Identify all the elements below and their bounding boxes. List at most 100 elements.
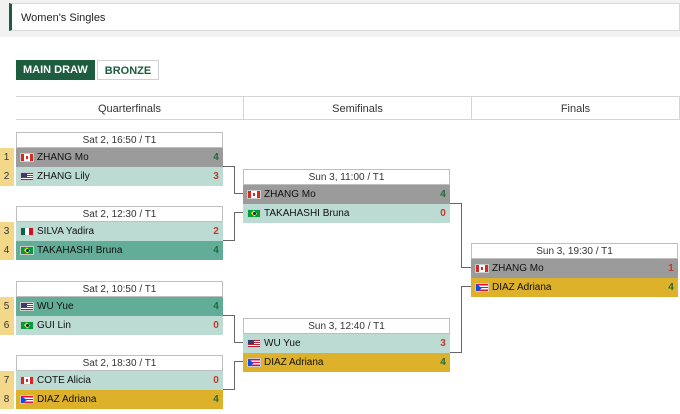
round-header-semifinals: Semifinals [243, 96, 472, 120]
match-quarterfinal-4[interactable]: Sat 2, 18:30 / T1 7 COTE Alicia 0 8 DIAZ… [0, 355, 223, 409]
player-score: 1 [668, 263, 674, 274]
bracket-connector [234, 166, 235, 193]
puerto-rico-flag-icon [247, 358, 261, 367]
player-row[interactable]: 3 SILVA Yadira 2 [0, 222, 223, 241]
bracket-connector [461, 267, 471, 268]
match-time: Sat 2, 16:50 / T1 [16, 132, 223, 148]
usa-flag-icon [20, 172, 34, 181]
bracket-connector [223, 389, 235, 390]
player-score: 0 [213, 320, 219, 331]
player-score: 3 [440, 338, 446, 349]
bracket-connector [234, 193, 243, 194]
player-row[interactable]: ZHANG Mo 1 [471, 259, 678, 278]
player-row[interactable]: TAKAHASHI Bruna 0 [243, 204, 450, 223]
bracket-connector [234, 212, 243, 213]
bracket-connector [223, 315, 235, 316]
bracket-connector [461, 286, 462, 353]
player-name: ZHANG Mo [264, 189, 316, 200]
player-score: 4 [213, 245, 219, 256]
player-name: ZHANG Lily [37, 171, 90, 182]
player-name: SILVA Yadira [37, 226, 95, 237]
match-time: Sat 2, 18:30 / T1 [16, 355, 223, 371]
player-name: ZHANG Mo [37, 152, 89, 163]
bracket-connector [461, 286, 471, 287]
player-row[interactable]: DIAZ Adriana 4 [243, 353, 450, 372]
match-time: Sun 3, 12:40 / T1 [243, 318, 450, 334]
match-time: Sun 3, 11:00 / T1 [243, 169, 450, 185]
canada-flag-icon [20, 153, 34, 162]
player-score: 4 [668, 282, 674, 293]
match-time: Sun 3, 19:30 / T1 [471, 243, 678, 259]
match-quarterfinal-1[interactable]: Sat 2, 16:50 / T1 1 ZHANG Mo 4 2 ZHANG L… [0, 132, 223, 186]
match-quarterfinal-2[interactable]: Sat 2, 12:30 / T1 3 SILVA Yadira 2 4 TAK… [0, 206, 223, 260]
player-name: WU Yue [37, 301, 74, 312]
bracket-connector [450, 352, 462, 353]
bracket-connector [450, 203, 462, 204]
seed-number: 6 [0, 316, 14, 335]
player-row[interactable]: 7 COTE Alicia 0 [0, 371, 223, 390]
player-row[interactable]: WU Yue 3 [243, 334, 450, 353]
player-row[interactable]: 1 ZHANG Mo 4 [0, 148, 223, 167]
player-score: 2 [213, 226, 219, 237]
bracket-connector [461, 203, 462, 267]
round-header-finals: Finals [471, 96, 680, 120]
player-row[interactable]: 8 DIAZ Adriana 4 [0, 390, 223, 409]
bracket-connector [234, 315, 235, 342]
player-row[interactable]: 6 GUI Lin 0 [0, 316, 223, 335]
event-title-box: Women's Singles [9, 3, 680, 31]
seed-number: 5 [0, 297, 14, 316]
seed-number: 3 [0, 222, 14, 241]
tab-main-draw[interactable]: MAIN DRAW [16, 60, 95, 80]
player-name: COTE Alicia [37, 375, 91, 386]
match-semifinal-2[interactable]: Sun 3, 12:40 / T1 WU Yue 3 DIAZ Adriana … [243, 318, 450, 372]
match-quarterfinal-3[interactable]: Sat 2, 10:50 / T1 5 WU Yue 4 6 GUI Lin 0 [0, 281, 223, 335]
canada-flag-icon [475, 264, 489, 273]
player-name: TAKAHASHI Bruna [264, 208, 350, 219]
round-header-quarterfinals: Quarterfinals [16, 96, 244, 120]
canada-flag-icon [20, 376, 34, 385]
canada-flag-icon [247, 190, 261, 199]
seed-number: 2 [0, 167, 14, 186]
seed-number: 4 [0, 241, 14, 260]
mexico-flag-icon [20, 227, 34, 236]
player-name: TAKAHASHI Bruna [37, 245, 123, 256]
player-score: 4 [440, 357, 446, 368]
player-row[interactable]: 4 TAKAHASHI Bruna 4 [0, 241, 223, 260]
player-score: 3 [213, 171, 219, 182]
player-name: DIAZ Adriana [37, 394, 97, 405]
player-name: DIAZ Adriana [492, 282, 552, 293]
seed-number: 8 [0, 390, 14, 409]
player-score: 4 [213, 301, 219, 312]
player-score: 4 [213, 152, 219, 163]
draw-tabs: MAIN DRAW BRONZE [16, 60, 160, 80]
player-score: 4 [440, 189, 446, 200]
player-score: 0 [213, 375, 219, 386]
match-final[interactable]: Sun 3, 19:30 / T1 ZHANG Mo 1 DIAZ Adrian… [471, 243, 678, 297]
player-name: ZHANG Mo [492, 263, 544, 274]
brazil-flag-icon [20, 321, 34, 330]
player-score: 0 [440, 208, 446, 219]
event-title: Women's Singles [21, 12, 106, 24]
usa-flag-icon [247, 339, 261, 348]
player-row[interactable]: 2 ZHANG Lily 3 [0, 167, 223, 186]
puerto-rico-flag-icon [475, 283, 489, 292]
player-row[interactable]: DIAZ Adriana 4 [471, 278, 678, 297]
seed-number: 1 [0, 148, 14, 167]
player-name: WU Yue [264, 338, 301, 349]
bracket-connector [223, 240, 235, 241]
puerto-rico-flag-icon [20, 395, 34, 404]
player-row[interactable]: 5 WU Yue 4 [0, 297, 223, 316]
match-semifinal-1[interactable]: Sun 3, 11:00 / T1 ZHANG Mo 4 TAKAHASHI B… [243, 169, 450, 223]
usa-flag-icon [20, 302, 34, 311]
bracket-connector [223, 166, 235, 167]
match-time: Sat 2, 12:30 / T1 [16, 206, 223, 222]
bracket-connector [234, 361, 235, 390]
brazil-flag-icon [20, 246, 34, 255]
player-name: GUI Lin [37, 320, 71, 331]
bracket-connector [234, 212, 235, 241]
title-bar: Women's Singles [0, 0, 680, 37]
player-row[interactable]: ZHANG Mo 4 [243, 185, 450, 204]
brazil-flag-icon [247, 209, 261, 218]
bracket-connector [234, 361, 243, 362]
tab-bronze[interactable]: BRONZE [96, 60, 160, 80]
